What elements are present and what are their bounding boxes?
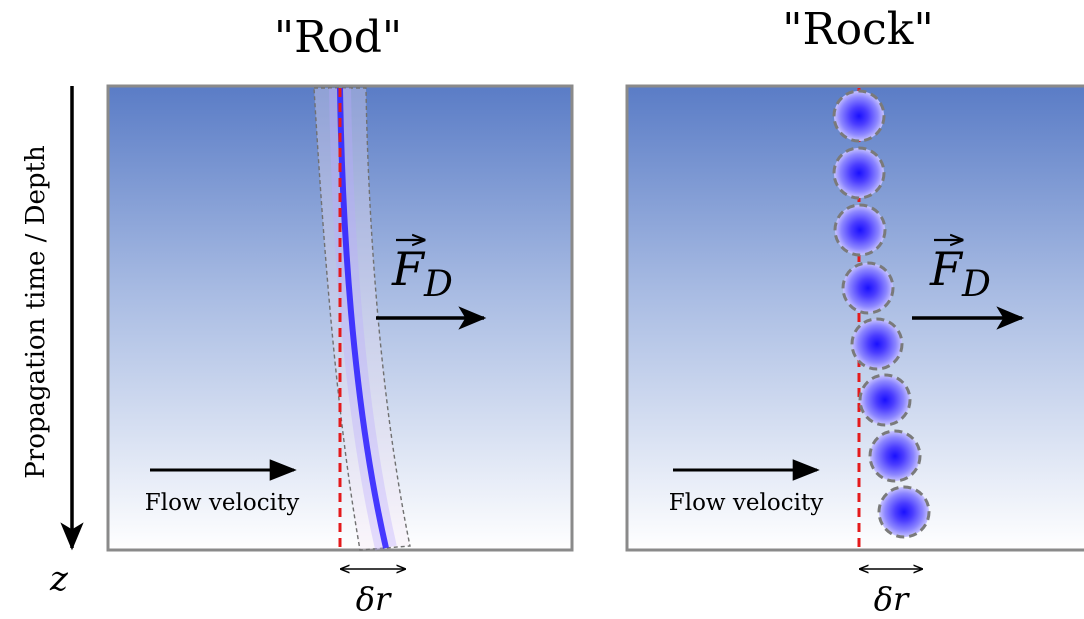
depth-axis-label: Propagation time / Depth [21, 145, 51, 479]
rock-blob [832, 89, 886, 143]
rock-panel: "Rock" F D Flow velocity δr [625, 4, 1084, 618]
depth-axis-symbol: z [49, 559, 69, 599]
rock-blob [877, 485, 931, 539]
svg-text:F: F [929, 242, 964, 296]
rock-flow-label: Flow velocity [669, 490, 823, 516]
rod-panel: "Rod" F D Flow velocity δr [106, 12, 574, 618]
rod-drag-force-label: F D [391, 240, 453, 305]
svg-text:D: D [423, 264, 453, 305]
rock-drag-force-label: F D [929, 240, 991, 305]
rod-panel-title: "Rod" [274, 12, 402, 63]
svg-text:D: D [961, 264, 991, 305]
rock-blob [850, 317, 904, 371]
rod-envelope-outline [313, 87, 411, 551]
rock-delta-r-label: δr [874, 580, 910, 618]
rock-blob [841, 261, 895, 315]
rock-blob [832, 146, 886, 200]
rock-blob [858, 373, 912, 427]
rock-panel-title: "Rock" [782, 4, 933, 55]
rod-delta-r-label: δr [356, 580, 392, 618]
rock-blob [833, 203, 887, 257]
rock-blobs [832, 89, 931, 539]
rod-beam-core [337, 87, 389, 549]
svg-text:F: F [391, 242, 426, 296]
depth-axis: Propagation time / Depth z [21, 86, 84, 599]
rock-blob [868, 429, 922, 483]
rod-flow-label: Flow velocity [145, 490, 299, 516]
